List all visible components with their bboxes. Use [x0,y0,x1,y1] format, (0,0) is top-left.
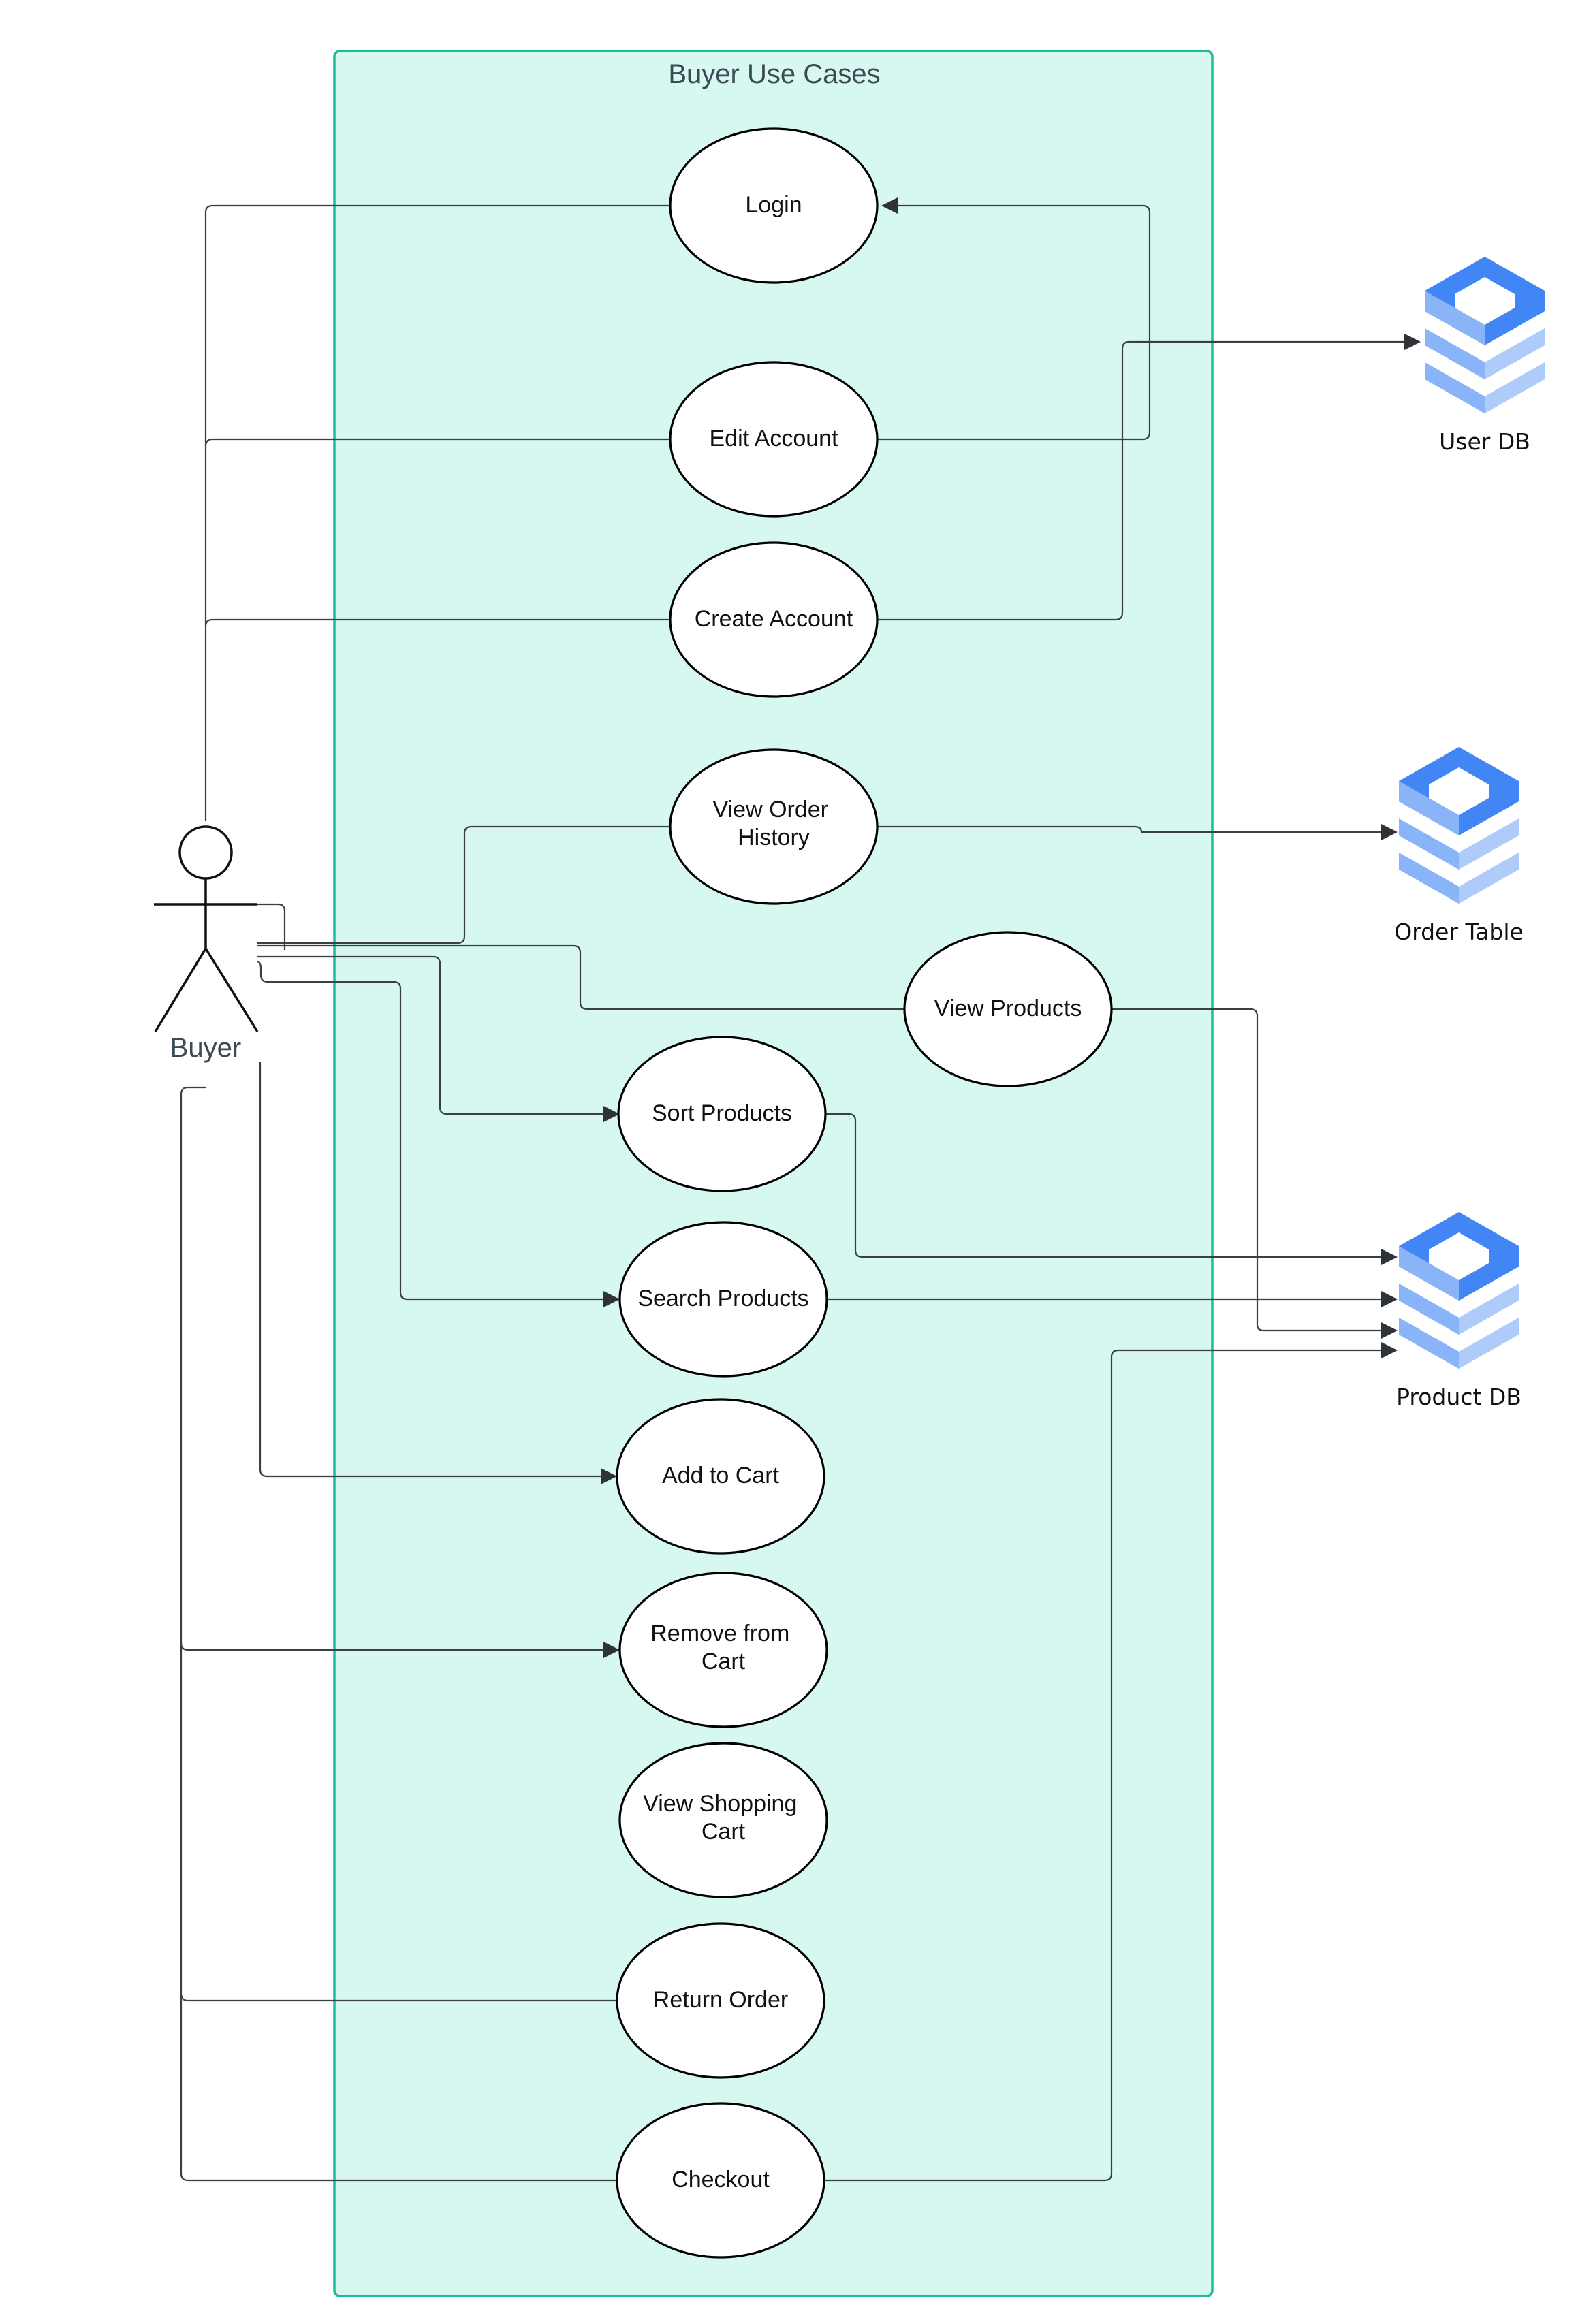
database-stack-icon [1425,257,1545,413]
use-case-search-products[interactable]: Search Products [618,1221,828,1378]
use-case-login-label: Login [745,192,802,218]
use-case-sort-products-label: Sort Products [652,1100,792,1126]
database-user-db-label: User DB [1439,428,1530,455]
database-product-db-label: Product DB [1396,1384,1522,1410]
database-product-db[interactable]: Product DB [1396,1212,1522,1410]
edge-edit-account-login [877,197,1151,441]
edge-buyer-login [204,204,670,821]
system-boundary-title: Buyer Use Cases [668,59,880,89]
use-case-search-products-label: Search Products [637,1286,808,1311]
use-case-add-to-cart[interactable]: Add to Cart [616,1398,825,1555]
edge-buyer-remove-from-cart [180,1642,620,1658]
use-case-view-order-history[interactable]: View Order History [669,748,879,905]
actor-buyer[interactable]: Buyer [154,825,259,1063]
database-order-table[interactable]: Order Table [1394,747,1524,945]
edge-buyer-lower-trunk [180,1086,616,2182]
edge-buyer-sort-products [257,955,620,1122]
use-case-create-account-label: Create Account [695,606,853,632]
actor-head [178,825,233,880]
edge-buyer-view-products [257,944,904,1010]
edge-view-products-product-db [1112,1008,1398,1339]
use-case-create-account[interactable]: Create Account [669,541,879,698]
use-cases: Login Edit Account Create Account View O… [616,127,1113,2259]
edge-buyer-view-order-history [257,825,670,944]
use-case-view-products-label: View Products [934,996,1082,1021]
use-case-edit-account[interactable]: Edit Account [669,361,879,518]
use-case-view-shopping-cart-label: View Shopping Cart [643,1791,804,1845]
use-case-checkout[interactable]: Checkout [616,2102,825,2259]
database-stack-icon [1399,1212,1519,1369]
edge-buyer-hand-stub [257,903,286,950]
use-case-edit-account-label: Edit Account [709,426,838,451]
edge-buyer-create-account [204,618,670,627]
edge-view-order-history-order-table [877,824,1398,840]
use-case-view-products[interactable]: View Products [903,931,1113,1087]
use-case-view-shopping-cart[interactable]: View Shopping Cart [618,1742,828,1898]
edge-buyer-edit-account [204,438,670,447]
edge-create-account-user-db [877,334,1421,621]
use-case-login[interactable]: Login [669,127,879,284]
use-case-remove-from-cart-label: Remove from Cart [650,1621,796,1674]
edge-buyer-return-order [180,1993,616,2002]
edge-sort-products-product-db [825,1113,1398,1265]
use-case-remove-from-cart[interactable]: Remove from Cart [618,1572,828,1728]
edge-buyer-add-to-cart [259,1062,617,1484]
connectors [180,197,1421,2182]
use-case-return-order-label: Return Order [653,1987,788,2013]
database-stack-icon [1399,747,1519,904]
use-case-view-order-history-label: View Order History [713,797,835,850]
use-case-return-order[interactable]: Return Order [616,1922,825,2079]
actor-right-leg [204,948,259,1032]
use-case-sort-products[interactable]: Sort Products [617,1036,827,1192]
use-case-add-to-cart-label: Add to Cart [662,1463,780,1489]
actor-label: Buyer [170,1033,242,1063]
edge-buyer-search-products [256,960,620,1307]
database-order-table-label: Order Table [1394,919,1524,945]
edge-checkout-product-db [825,1342,1398,2182]
actor-left-leg [154,948,207,1032]
use-case-checkout-label: Checkout [672,2167,770,2193]
database-user-db[interactable]: User DB [1425,257,1545,455]
